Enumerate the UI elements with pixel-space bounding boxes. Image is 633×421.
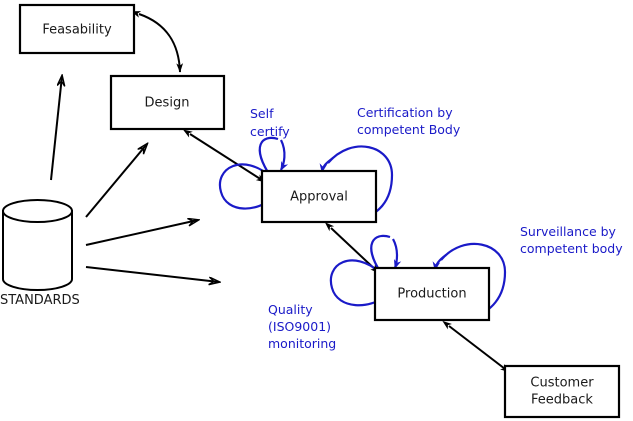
node-customer-feedback-label-line2: Feedback bbox=[531, 393, 593, 408]
node-feasability[interactable]: Feasability bbox=[18, 3, 136, 55]
edge-standards-approval bbox=[85, 220, 198, 246]
node-feasability-rect bbox=[18, 3, 136, 55]
annotation-self-certify: Self certify bbox=[250, 106, 290, 139]
cylinder-body bbox=[2, 210, 73, 291]
loop-quality-head bbox=[392, 238, 402, 269]
node-customer-feedback-label-line1: Customer bbox=[530, 376, 594, 391]
loop-self-certify bbox=[218, 163, 273, 210]
loop-quality bbox=[329, 259, 386, 307]
node-customer-feedback-rect bbox=[503, 364, 621, 419]
edge-standards-production bbox=[85, 266, 219, 282]
node-production-label: Production bbox=[397, 287, 466, 302]
node-customer-feedback[interactable]: Customer Feedback bbox=[503, 364, 621, 419]
node-production[interactable]: Production bbox=[373, 266, 491, 322]
annotation-certification-line1: Certification by bbox=[357, 105, 453, 120]
edge-production-customer-feedback bbox=[442, 320, 510, 373]
node-design[interactable]: Design bbox=[109, 74, 226, 131]
datastore-standards-label: STANDARDS bbox=[0, 293, 80, 308]
node-production-rect bbox=[373, 266, 491, 322]
loop-certification-head bbox=[319, 157, 334, 173]
annotation-surveillance: Surveillance by competent body bbox=[520, 224, 623, 256]
cylinder-top bbox=[2, 199, 73, 223]
annotation-self-certify-line2: certify bbox=[250, 124, 290, 139]
annotation-quality-line3: monitoring bbox=[268, 336, 336, 351]
annotation-self-certify-line1: Self bbox=[250, 106, 274, 121]
annotation-surveillance-line1: Surveillance by bbox=[520, 224, 617, 239]
annotation-quality-line2: (ISO9001) bbox=[268, 319, 331, 334]
datastore-standards[interactable]: STANDARDS bbox=[0, 199, 80, 308]
loop-self-certify-top bbox=[258, 136, 279, 178]
node-approval-rect bbox=[260, 169, 378, 224]
annotation-certification-line2: competent Body bbox=[357, 122, 461, 137]
node-approval-label: Approval bbox=[290, 190, 348, 205]
loop-self-certify-head bbox=[280, 139, 289, 171]
node-feasability-label: Feasability bbox=[42, 23, 112, 38]
loop-quality-top bbox=[370, 234, 391, 274]
annotation-certification: Certification by competent Body bbox=[357, 105, 461, 137]
edge-design-approval bbox=[182, 129, 266, 183]
node-approval[interactable]: Approval bbox=[260, 169, 378, 224]
node-design-label: Design bbox=[145, 96, 190, 111]
annotation-quality-line1: Quality bbox=[268, 302, 313, 317]
edge-feasability-design bbox=[131, 11, 184, 73]
node-design-rect bbox=[109, 74, 226, 131]
edge-standards-design bbox=[85, 144, 147, 218]
annotation-surveillance-line2: competent body bbox=[520, 241, 623, 256]
annotation-quality: Quality (ISO9001) monitoring bbox=[268, 302, 336, 351]
edge-standards-feasability bbox=[50, 76, 62, 181]
